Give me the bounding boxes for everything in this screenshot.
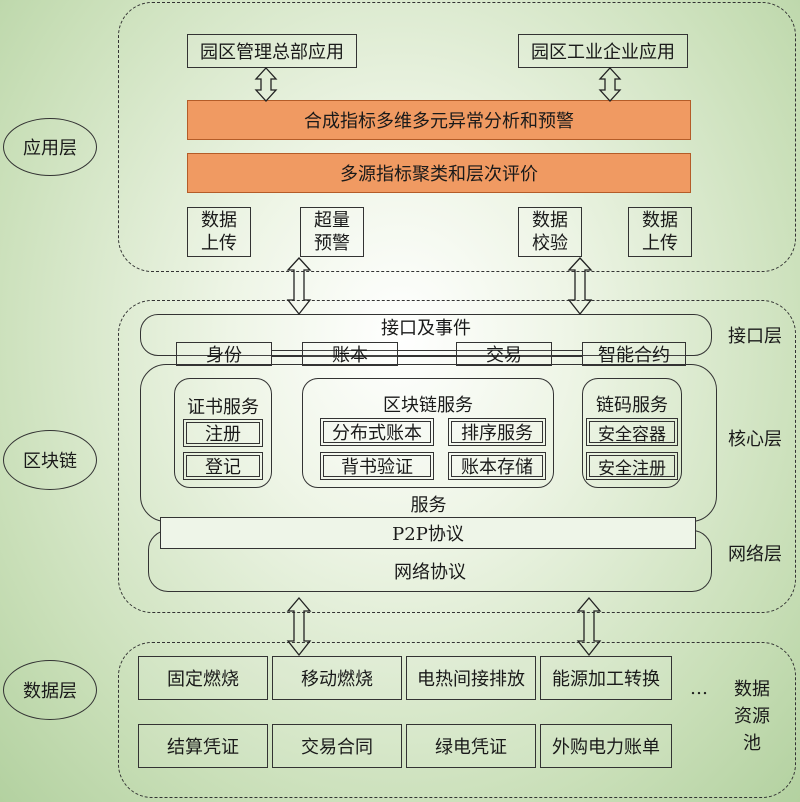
arrow-hq-to-bars xyxy=(254,67,278,102)
data-verify-line2: 校验 xyxy=(532,233,568,254)
trade-contract-box: 交易合同 xyxy=(272,724,402,768)
data-upload-2-line2: 上传 xyxy=(642,233,678,254)
ordering-service-box: 排序服务 xyxy=(448,418,546,446)
interface-connector xyxy=(272,350,582,357)
blockchain-layer-container xyxy=(118,300,796,613)
data-pool-label: 数据 资源 池 xyxy=(724,676,780,760)
arrow-app-to-blockchain-right xyxy=(567,257,593,316)
network-protocol-label: 网络协议 xyxy=(394,562,466,583)
register-box: 注册 xyxy=(183,419,263,447)
interface-events-container xyxy=(140,314,712,356)
smart-contract-box: 智能合约 xyxy=(582,342,686,366)
blockchain-layer-label: 区块链 xyxy=(3,430,97,490)
overload-warning-line1: 超量 xyxy=(314,210,350,231)
endorsement-box: 背书验证 xyxy=(320,452,434,480)
interface-events-title: 接口及事件 xyxy=(381,318,471,339)
cert-service-title: 证书服务 xyxy=(187,397,259,418)
ledger-box: 账本 xyxy=(302,342,398,366)
ledger-storage-box: 账本存储 xyxy=(448,452,546,480)
enroll-box: 登记 xyxy=(183,452,263,480)
data-verify-line1: 数据 xyxy=(532,210,568,231)
chaincode-service-title: 链码服务 xyxy=(596,395,668,416)
arrow-ent-to-bars xyxy=(598,67,622,102)
p2p-protocol-box: P2P协议 xyxy=(160,517,696,549)
arrow-blockchain-to-data-right xyxy=(576,596,602,657)
arrow-blockchain-to-data-left xyxy=(286,596,312,657)
overload-warning-box: 超量 预警 xyxy=(300,207,364,257)
data-upload-1-line1: 数据 xyxy=(201,210,237,231)
app-layer-label: 应用层 xyxy=(3,118,97,176)
overload-warning-line2: 预警 xyxy=(314,233,350,254)
distributed-ledger-box: 分布式账本 xyxy=(320,418,434,446)
data-upload-2-line1: 数据 xyxy=(642,210,678,231)
service-label: 服务 xyxy=(410,495,447,516)
data-upload-box-2: 数据 上传 xyxy=(628,207,692,257)
network-layer-label: 网络层 xyxy=(728,544,782,565)
chain-service-group xyxy=(302,378,554,488)
hq-app-box: 园区管理总部应用 xyxy=(187,34,357,68)
data-layer-label: 数据层 xyxy=(3,660,97,720)
green-power-cert-box: 绿电凭证 xyxy=(406,724,536,768)
purchased-power-bill-box: 外购电力账单 xyxy=(540,724,672,768)
core-layer-label: 核心层 xyxy=(728,429,782,450)
indirect-emission-box: 电热间接排放 xyxy=(406,656,536,700)
transaction-box: 交易 xyxy=(456,342,552,366)
data-pool-line3: 池 xyxy=(743,733,761,754)
secure-container-box: 安全容器 xyxy=(586,418,678,446)
identity-box: 身份 xyxy=(176,342,272,366)
chain-service-title: 区块链服务 xyxy=(383,395,473,416)
data-pool-line1: 数据 xyxy=(734,679,770,700)
ellipsis: … xyxy=(690,677,708,699)
anomaly-analysis-bar: 合成指标多维多元异常分析和预警 xyxy=(187,100,691,140)
secure-register-box: 安全注册 xyxy=(586,452,678,480)
clustering-evaluation-bar: 多源指标聚类和层次评价 xyxy=(187,153,691,193)
data-layer-container xyxy=(118,642,796,798)
interface-layer-label: 接口层 xyxy=(728,326,782,347)
enterprise-app-box: 园区工业企业应用 xyxy=(518,34,688,68)
settlement-voucher-box: 结算凭证 xyxy=(138,724,268,768)
energy-conversion-box: 能源加工转换 xyxy=(540,656,672,700)
data-pool-line2: 资源 xyxy=(734,706,770,727)
app-layer-container xyxy=(118,2,796,272)
mobile-combustion-box: 移动燃烧 xyxy=(272,656,402,700)
chaincode-service-group xyxy=(582,378,682,488)
cert-service-group xyxy=(174,378,272,488)
data-upload-box-1: 数据 上传 xyxy=(187,207,251,257)
data-verify-box: 数据 校验 xyxy=(518,207,582,257)
data-upload-1-line2: 上传 xyxy=(201,233,237,254)
fixed-combustion-box: 固定燃烧 xyxy=(138,656,268,700)
arrow-app-to-blockchain-left xyxy=(286,257,312,316)
